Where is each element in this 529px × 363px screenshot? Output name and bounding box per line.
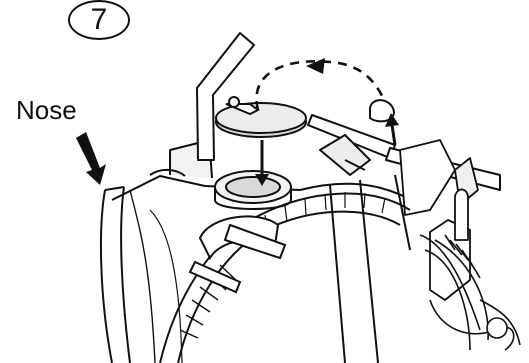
hose-coil bbox=[419, 234, 521, 351]
arrow-icon bbox=[306, 58, 325, 74]
dashed-curve-arrow bbox=[255, 58, 386, 111]
side-housing bbox=[399, 139, 479, 301]
step-number: 7 bbox=[90, 3, 108, 36]
handle bbox=[196, 32, 255, 161]
hose-clamp bbox=[188, 215, 287, 294]
fill-opening bbox=[214, 170, 292, 210]
arrow-icon bbox=[76, 132, 106, 185]
arrow-icon bbox=[385, 113, 399, 146]
fill-cap bbox=[215, 96, 307, 138]
arrow-icon bbox=[255, 140, 269, 186]
main-hose bbox=[159, 192, 411, 363]
step-badge: 7 bbox=[68, 0, 130, 40]
nose-label: Nose bbox=[16, 95, 77, 125]
